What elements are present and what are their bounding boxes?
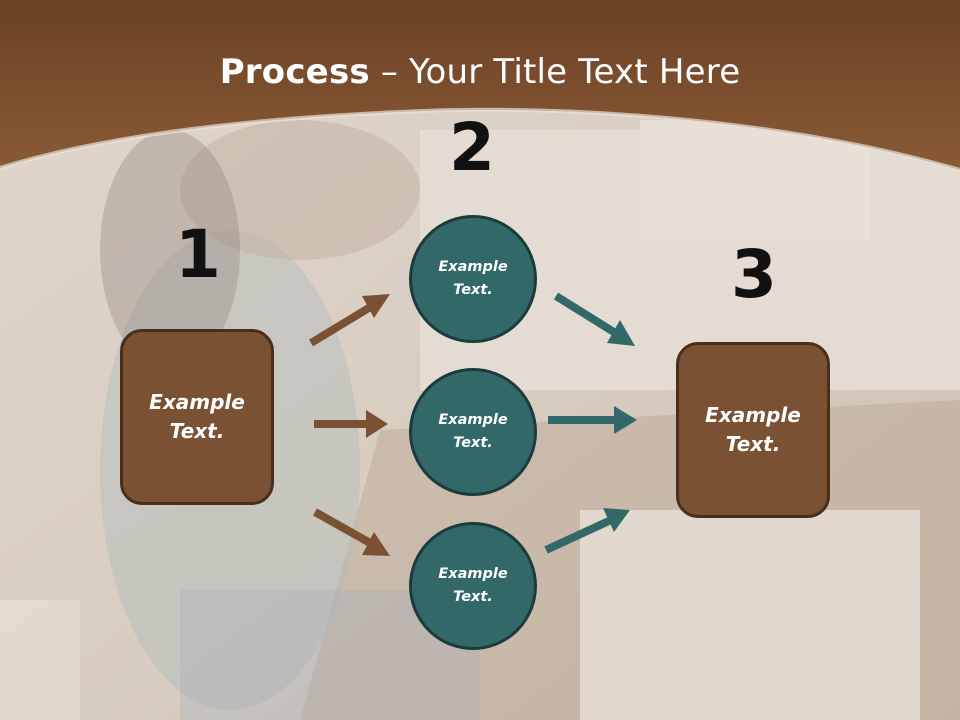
arrow-1-to-2-top <box>308 294 390 347</box>
step-number-1: 1 <box>175 216 221 293</box>
step-2-circle-bottom: Example Text. <box>409 522 537 650</box>
step-1-box: Example Text. <box>120 329 274 505</box>
step-2-circle-top: Example Text. <box>409 215 537 343</box>
step-2-label-middle: Example Text. <box>438 412 508 451</box>
step-2-label-bottom: Example Text. <box>438 566 508 605</box>
step-2-label-top: Example Text. <box>438 259 508 298</box>
arrow-1-to-2-bottom <box>313 508 390 556</box>
slide-title: Process – Your Title Text Here <box>0 52 960 92</box>
arrow-2-to-3-middle <box>548 406 637 434</box>
step-number-2: 2 <box>449 109 495 186</box>
arrow-2-to-3-bottom <box>544 508 630 554</box>
step-1-label: Example Text. <box>149 390 245 443</box>
arrow-2-to-3-top <box>553 292 635 346</box>
arrow-1-to-2-middle <box>314 410 388 438</box>
title-bold: Process <box>219 52 370 92</box>
step-number-3: 3 <box>731 236 777 313</box>
title-rest: – Your Title Text Here <box>369 52 741 92</box>
step-3-box: Example Text. <box>676 342 830 518</box>
step-2-circle-middle: Example Text. <box>409 368 537 496</box>
step-3-label: Example Text. <box>705 403 801 456</box>
